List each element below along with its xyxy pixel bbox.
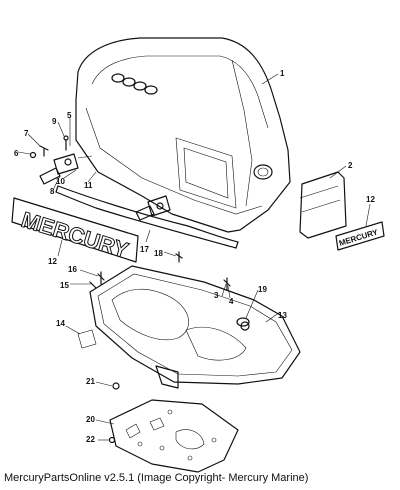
callout-labels: 1 2 3 4 5 6 7 8 9 10 11 12 12 13 14 15 1… (14, 69, 375, 444)
cowl-vent-slots (111, 73, 158, 95)
large-decal-text: MERCURY (19, 207, 132, 263)
callout-19: 19 (258, 285, 267, 294)
small-fasteners (29, 135, 183, 263)
callout-7: 7 (24, 129, 29, 138)
callout-6: 6 (14, 149, 19, 158)
callout-1: 1 (280, 69, 285, 78)
callout-4: 4 (229, 297, 234, 306)
callout-11: 11 (84, 181, 93, 190)
callout-20: 20 (86, 415, 95, 424)
rear-latch-assembly (39, 153, 93, 185)
callout-15: 15 (60, 281, 69, 290)
callout-12-large-decal: 12 (48, 257, 57, 266)
callout-13: 13 (278, 311, 287, 320)
plate-fasteners (89, 271, 231, 444)
callout-5: 5 (67, 111, 72, 120)
callout-18: 18 (154, 249, 163, 258)
callout-9: 9 (52, 117, 57, 126)
callout-8: 8 (50, 187, 55, 196)
callout-21: 21 (86, 377, 95, 386)
large-decal: MERCURY (11, 197, 139, 264)
callout-10: 10 (56, 177, 65, 186)
small-decal: MERCURY (335, 221, 385, 251)
callout-14: 14 (56, 319, 65, 328)
lower-plate (109, 399, 239, 473)
callout-3: 3 (214, 291, 219, 300)
callout-2: 2 (348, 161, 353, 170)
leader-lines (17, 73, 371, 441)
callout-22: 22 (86, 435, 95, 444)
side-seal (299, 171, 347, 239)
bottom-cowl (77, 265, 301, 389)
trim-strip (55, 185, 239, 249)
top-cowl (75, 37, 291, 233)
callout-16: 16 (68, 265, 77, 274)
callout-12-small-decal: 12 (366, 195, 375, 204)
callout-17: 17 (140, 245, 149, 254)
front-latch-assembly (135, 195, 171, 221)
small-decal-text: MERCURY (338, 227, 380, 248)
grommet (236, 317, 250, 327)
image-caption: MercuryPartsOnline v2.5.1 (Image Copyrig… (4, 472, 309, 484)
